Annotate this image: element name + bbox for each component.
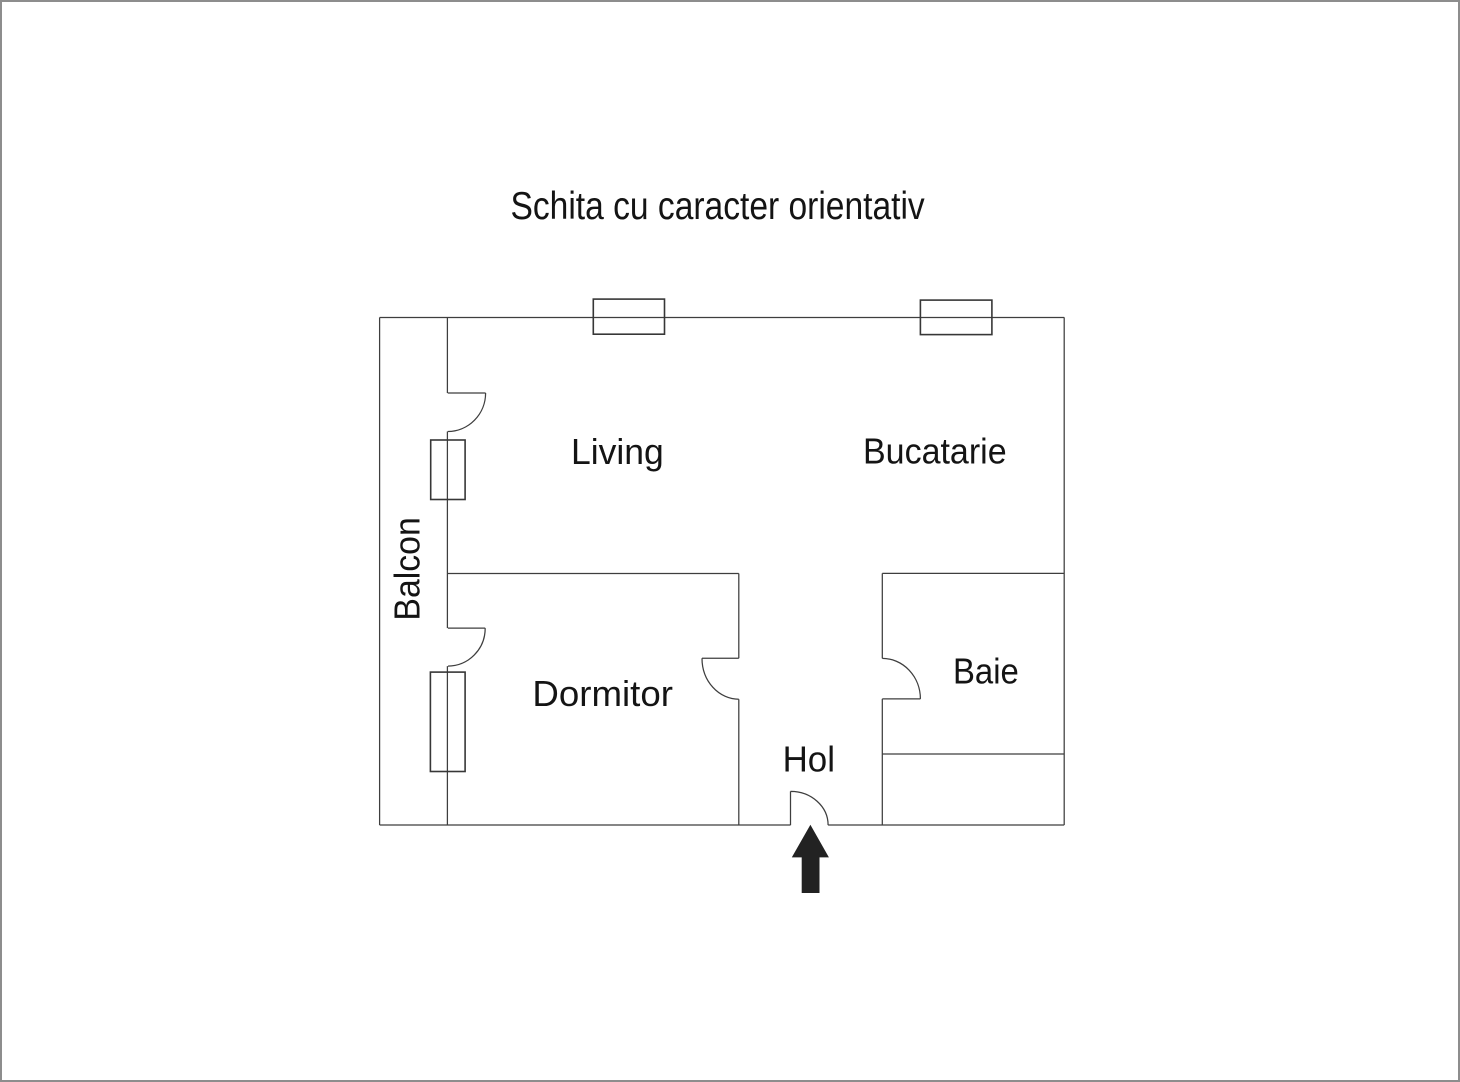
- svg-text:Dormitor: Dormitor: [532, 673, 673, 714]
- svg-text:Bucatarie: Bucatarie: [863, 431, 1007, 472]
- svg-text:Schita cu caracter orientativ: Schita cu caracter orientativ: [511, 185, 926, 228]
- svg-text:Living: Living: [571, 431, 664, 472]
- svg-text:Baie: Baie: [953, 651, 1019, 692]
- svg-text:Hol: Hol: [783, 739, 835, 780]
- svg-text:Balcon: Balcon: [387, 517, 428, 620]
